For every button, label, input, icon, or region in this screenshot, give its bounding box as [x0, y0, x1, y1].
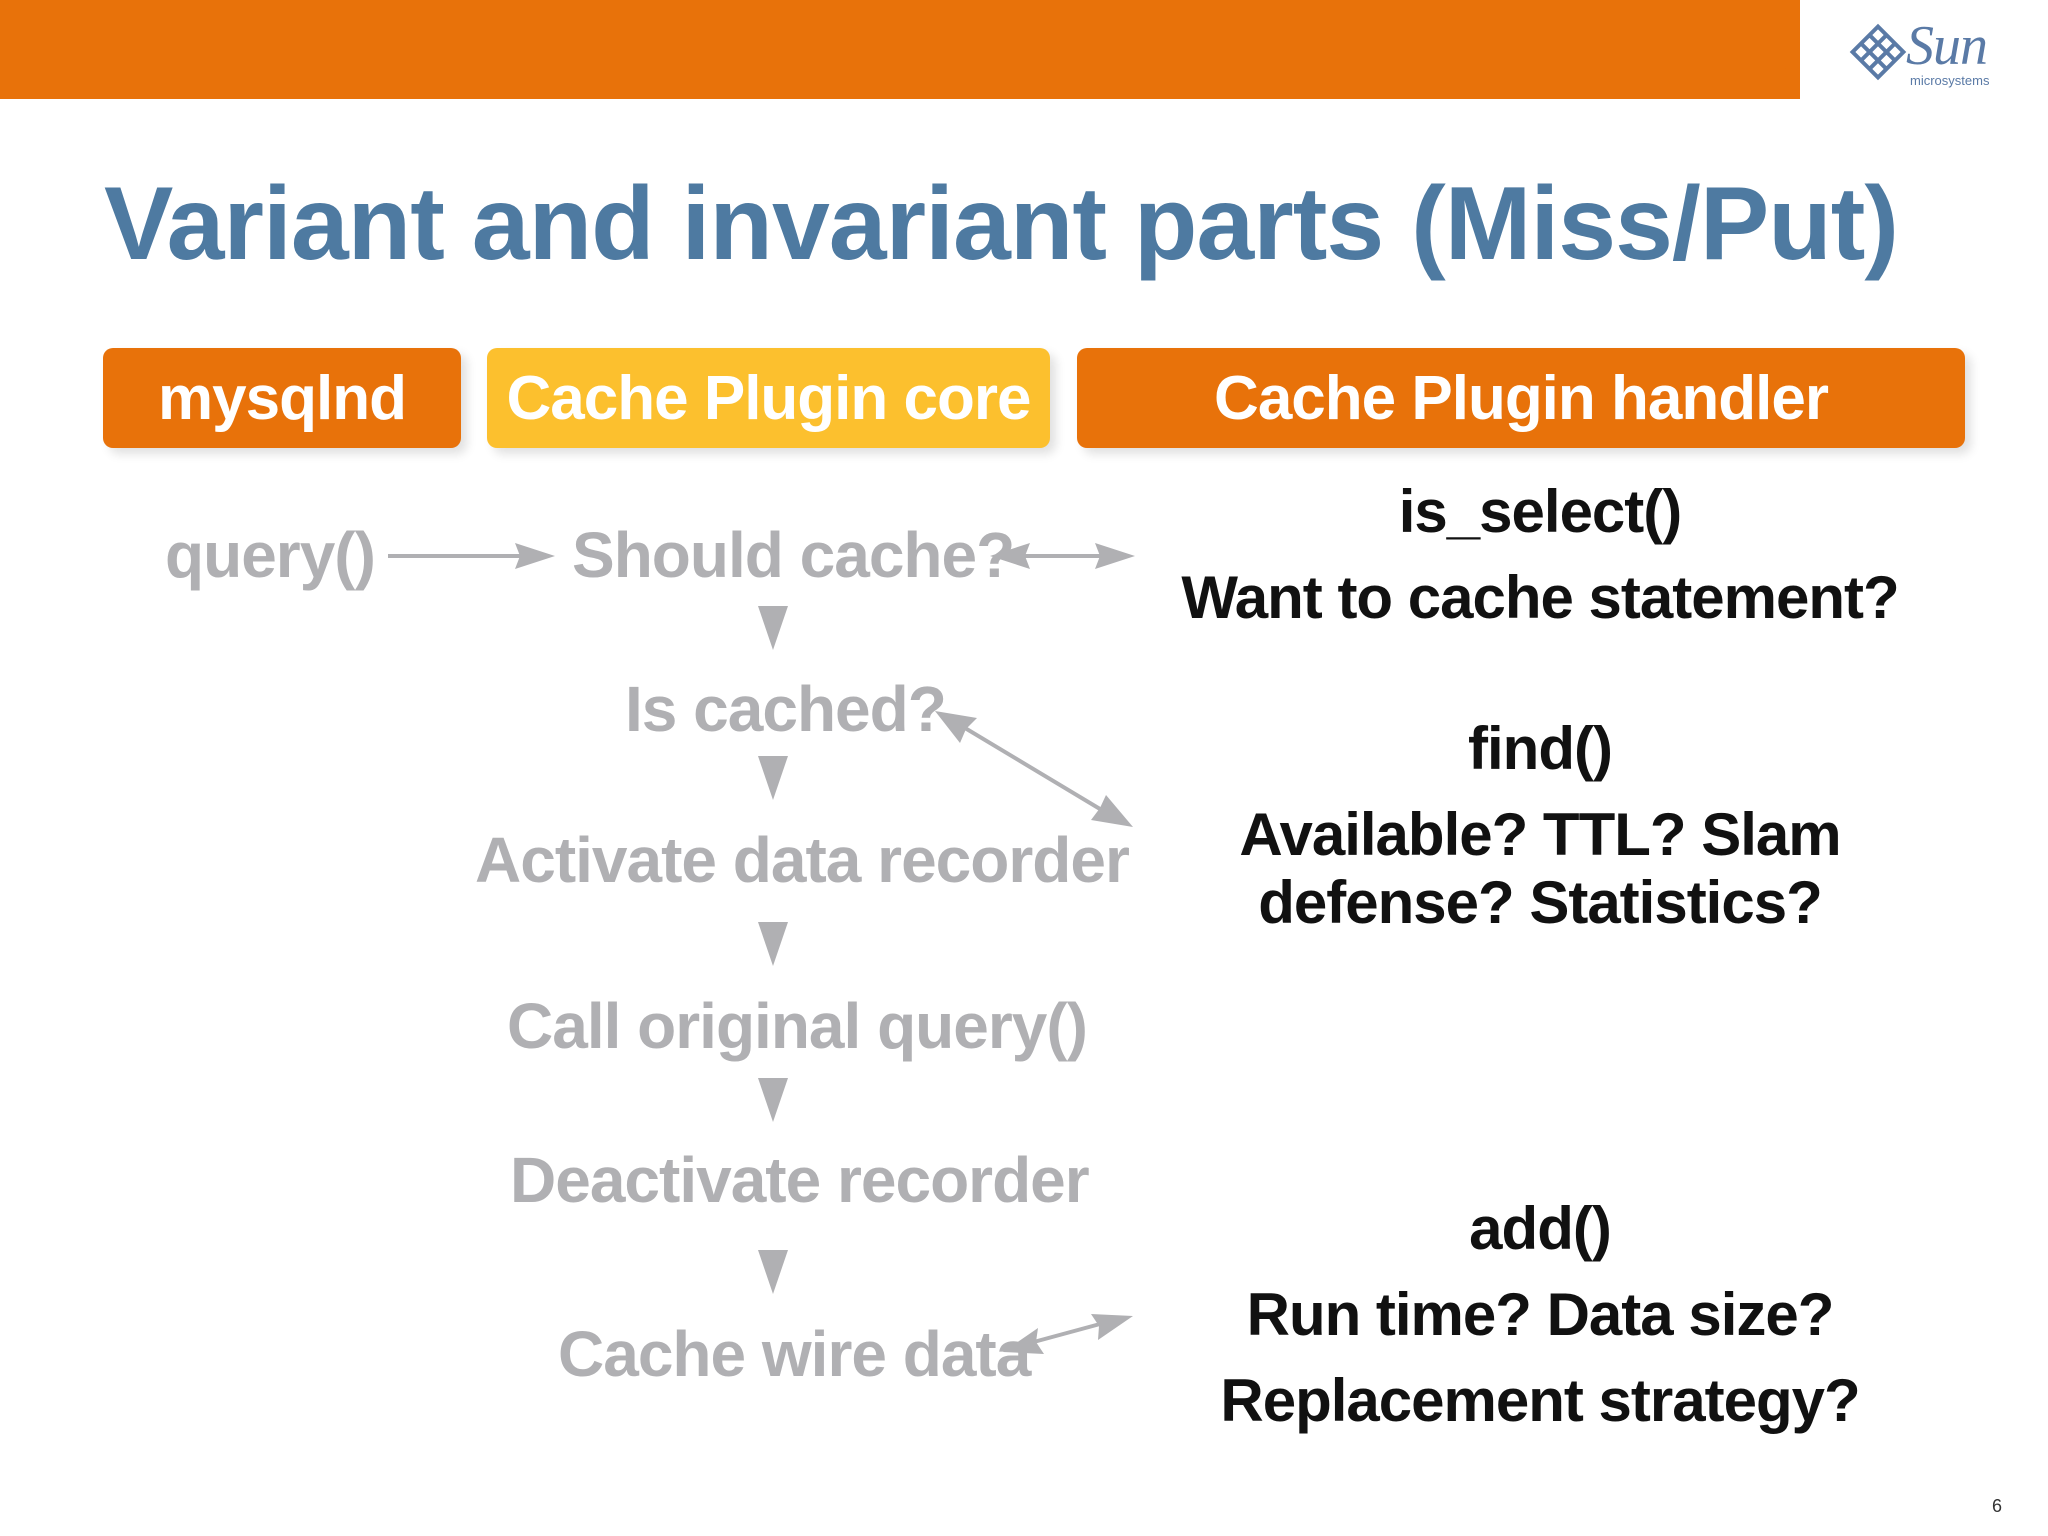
handler-find-fn: find(): [1468, 715, 1613, 782]
header-cache-plugin-core: Cache Plugin core: [487, 348, 1050, 448]
flow-should-cache: Should cache?: [572, 519, 1015, 591]
handler-is-select-desc: Want to cache statement?: [1181, 564, 1899, 631]
arrow-down-5: [758, 1250, 788, 1294]
handler-add: add() Run time? Data size? Replacement s…: [1090, 1195, 1990, 1435]
flow-query: query(): [165, 519, 376, 591]
top-band-curve: [1780, 0, 1792, 99]
sun-logo-icon: [1849, 23, 1907, 81]
sun-logo: Sun microsystems: [1848, 15, 2018, 98]
handler-is-select: is_select() Want to cache statement?: [1090, 478, 1990, 632]
handler-is-select-fn: is_select(): [1398, 478, 1683, 545]
flow-cache-wire-data: Cache wire data: [558, 1318, 1031, 1390]
logo-wordmark: Sun: [1906, 15, 1988, 77]
handler-add-fn: add(): [1469, 1195, 1612, 1262]
slide-title: Variant and invariant parts (Miss/Put): [104, 166, 1899, 282]
handler-find-desc-1: Available? TTL? Slam: [1239, 801, 1841, 868]
flow-is-cached: Is cached?: [625, 673, 947, 745]
handler-add-desc-2: Replacement strategy?: [1220, 1367, 1860, 1434]
header-mysqlnd: mysqlnd: [103, 348, 461, 448]
top-band: [0, 0, 1800, 99]
logo-subtitle: microsystems: [1910, 73, 1990, 88]
arrow-down-1: [758, 606, 788, 650]
handler-find-desc-2: defense? Statistics?: [1258, 869, 1823, 936]
page-number: 6: [1992, 1496, 2003, 1516]
arrow-is-cached-handler: [935, 711, 1133, 827]
arrow-cache-wire-handler: [1003, 1314, 1133, 1354]
flow-deactivate-recorder: Deactivate recorder: [510, 1144, 1090, 1216]
arrow-down-4: [758, 1078, 788, 1122]
flow-activate-recorder: Activate data recorder: [475, 824, 1130, 896]
arrow-down-3: [758, 922, 788, 966]
arrow-query-to-should-cache: [388, 543, 555, 569]
flow-call-original-query: Call original query(): [507, 990, 1088, 1062]
header-cache-plugin-handler: Cache Plugin handler: [1077, 348, 1965, 448]
arrow-should-cache-handler: [990, 543, 1135, 569]
arrow-down-2: [758, 756, 788, 800]
handler-find: find() Available? TTL? Slam defense? Sta…: [1090, 715, 1990, 937]
handler-add-desc-1: Run time? Data size?: [1246, 1281, 1835, 1348]
